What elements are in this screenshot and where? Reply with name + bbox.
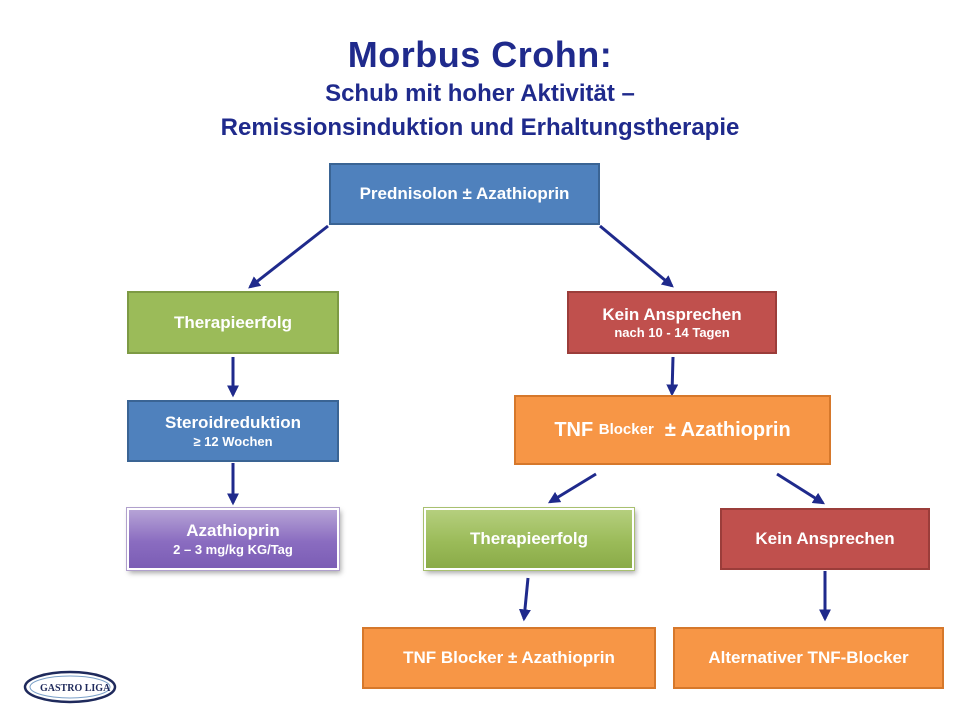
box-steroidreduktion-sub: ≥ 12 Wochen xyxy=(193,433,273,449)
box-kein-ansprechen-label: Kein Ansprechen xyxy=(602,304,742,324)
box-tnf-label-a: TNF xyxy=(554,418,599,441)
box-tnf-label-c: ± Azathioprin xyxy=(653,418,791,441)
box-kein-ansprechen: Kein Ansprechen nach 10 - 14 Tagen xyxy=(567,291,777,354)
gastroliga-logo xyxy=(23,670,117,704)
box-azathioprin-sub: 2 – 3 mg/kg KG/Tag xyxy=(173,541,293,557)
box-azathioprin: Azathioprin 2 – 3 mg/kg KG/Tag xyxy=(126,507,340,571)
box-steroidreduktion-label: Steroidreduktion xyxy=(164,413,301,433)
arrow-start-to-success xyxy=(248,224,329,289)
arrow-start-to-noresponse xyxy=(599,224,674,288)
box-tnf-label-b: Blocker xyxy=(598,420,654,438)
box-therapieerfolg-right: Therapieerfolg xyxy=(423,507,635,571)
box-steroidreduktion: Steroidreduktion ≥ 12 Wochen xyxy=(127,400,339,462)
box-azathioprin-label: Azathioprin xyxy=(186,521,280,541)
box-therapieerfolg-left: Therapieerfolg xyxy=(127,291,339,354)
page-title: Morbus Crohn: xyxy=(347,34,613,75)
subtitle-line-2: Remissionsinduktion und Erhaltungstherap… xyxy=(220,114,740,141)
arrow-success-to-tnfcontinue xyxy=(518,577,531,622)
box-therapieerfolg-right-label: Therapieerfolg xyxy=(469,529,589,549)
arrow-tnf-to-noresponse xyxy=(776,472,826,505)
box-kein-ansprechen-2-label: Kein Ansprechen xyxy=(755,529,895,549)
gastroliga-logo-text: GASTRO LIGA xyxy=(40,683,111,694)
arrow-tnf-to-success xyxy=(547,472,597,504)
box-kein-ansprechen-2: Kein Ansprechen xyxy=(720,508,930,570)
subtitle-line-1: Schub mit hoher Aktivität – xyxy=(325,80,635,107)
box-therapieerfolg-left-label: Therapieerfolg xyxy=(173,312,293,332)
box-alternativer-tnf: Alternativer TNF-Blocker xyxy=(673,627,944,689)
box-tnf-continue: TNF Blocker ± Azathioprin xyxy=(362,627,656,689)
box-prednisolon: Prednisolon ± Azathioprin xyxy=(329,163,600,225)
arrow-noresponse-to-tnf xyxy=(666,356,679,397)
box-prednisolon-label: Prednisolon ± Azathioprin xyxy=(359,184,570,204)
box-alternativer-tnf-label: Alternativer TNF-Blocker xyxy=(708,648,909,668)
box-kein-ansprechen-sub: nach 10 - 14 Tagen xyxy=(614,325,730,340)
box-tnf-continue-label: TNF Blocker ± Azathioprin xyxy=(403,648,615,668)
box-tnf-blocker: TNF Blocker ± Azathioprin xyxy=(514,395,831,465)
